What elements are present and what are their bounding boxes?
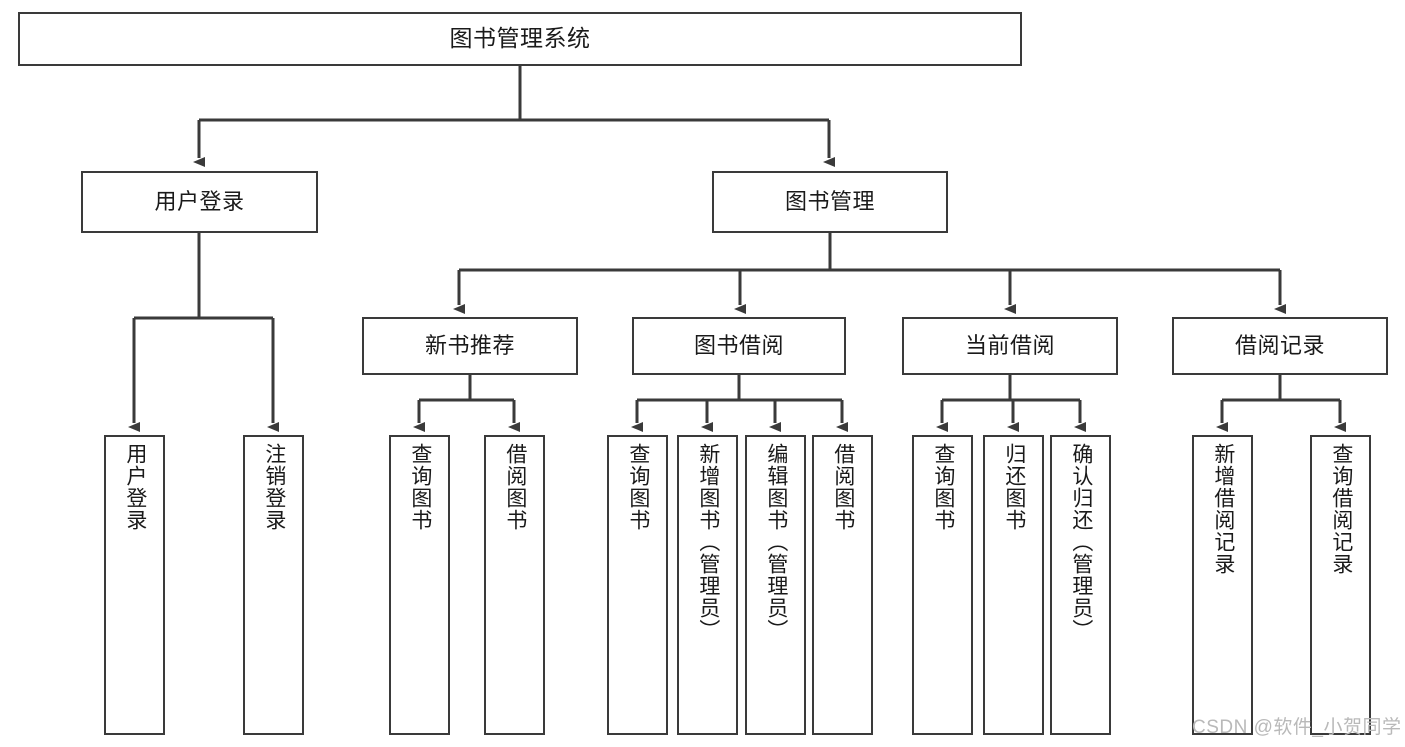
leaf-bb-edit-book-label: 编辑图书（管理员）: [764, 443, 788, 641]
leaf-bb-query-book-label: 查询图书: [626, 443, 650, 531]
node-user-login[interactable]: 用户登录: [81, 171, 318, 233]
leaf-cb-query-book[interactable]: 查询图书: [912, 435, 973, 735]
leaf-cb-query-book-label: 查询图书: [931, 443, 955, 531]
leaf-bb-borrow-book-label: 借阅图书: [831, 443, 855, 531]
leaf-logout-label: 注销登录: [262, 443, 286, 531]
leaf-nb-borrow-book-label: 借阅图书: [503, 443, 527, 531]
node-book-management[interactable]: 图书管理: [712, 171, 948, 233]
leaf-bb-edit-book[interactable]: 编辑图书（管理员）: [745, 435, 806, 735]
leaf-cb-return-book-label: 归还图书: [1002, 443, 1026, 531]
node-user-login-label: 用户登录: [154, 188, 245, 214]
node-new-book-recommend-label: 新书推荐: [424, 332, 515, 358]
leaf-logout[interactable]: 注销登录: [243, 435, 304, 735]
leaf-br-add-record-label: 新增借阅记录: [1211, 443, 1235, 575]
node-book-borrow[interactable]: 图书借阅: [632, 317, 846, 375]
node-root-label: 图书管理系统: [449, 25, 591, 52]
leaf-nb-borrow-book[interactable]: 借阅图书: [484, 435, 545, 735]
node-root[interactable]: 图书管理系统: [18, 12, 1022, 66]
leaf-bb-borrow-book[interactable]: 借阅图书: [812, 435, 873, 735]
leaf-br-query-record[interactable]: 查询借阅记录: [1310, 435, 1371, 735]
leaf-cb-confirm-return[interactable]: 确认归还（管理员）: [1050, 435, 1111, 735]
node-book-management-label: 图书管理: [784, 188, 875, 214]
node-borrow-records[interactable]: 借阅记录: [1172, 317, 1388, 375]
leaf-bb-add-book-label: 新增图书（管理员）: [696, 443, 720, 641]
leaf-cb-return-book[interactable]: 归还图书: [983, 435, 1044, 735]
watermark-text: CSDN @软件_小贺同学: [1192, 717, 1402, 738]
leaf-br-add-record[interactable]: 新增借阅记录: [1192, 435, 1253, 735]
node-current-borrow-label: 当前借阅: [964, 332, 1055, 358]
leaf-bb-query-book[interactable]: 查询图书: [607, 435, 668, 735]
leaf-user-login[interactable]: 用户登录: [104, 435, 165, 735]
node-new-book-recommend[interactable]: 新书推荐: [362, 317, 578, 375]
node-borrow-records-label: 借阅记录: [1234, 332, 1325, 358]
node-current-borrow[interactable]: 当前借阅: [902, 317, 1118, 375]
leaf-cb-confirm-return-label: 确认归还（管理员）: [1069, 443, 1093, 641]
leaf-user-login-label: 用户登录: [123, 443, 147, 531]
leaf-nb-query-book-label: 查询图书: [408, 443, 432, 531]
leaf-bb-add-book[interactable]: 新增图书（管理员）: [677, 435, 738, 735]
leaf-nb-query-book[interactable]: 查询图书: [389, 435, 450, 735]
node-book-borrow-label: 图书借阅: [693, 332, 784, 358]
leaf-br-query-record-label: 查询借阅记录: [1329, 443, 1353, 575]
